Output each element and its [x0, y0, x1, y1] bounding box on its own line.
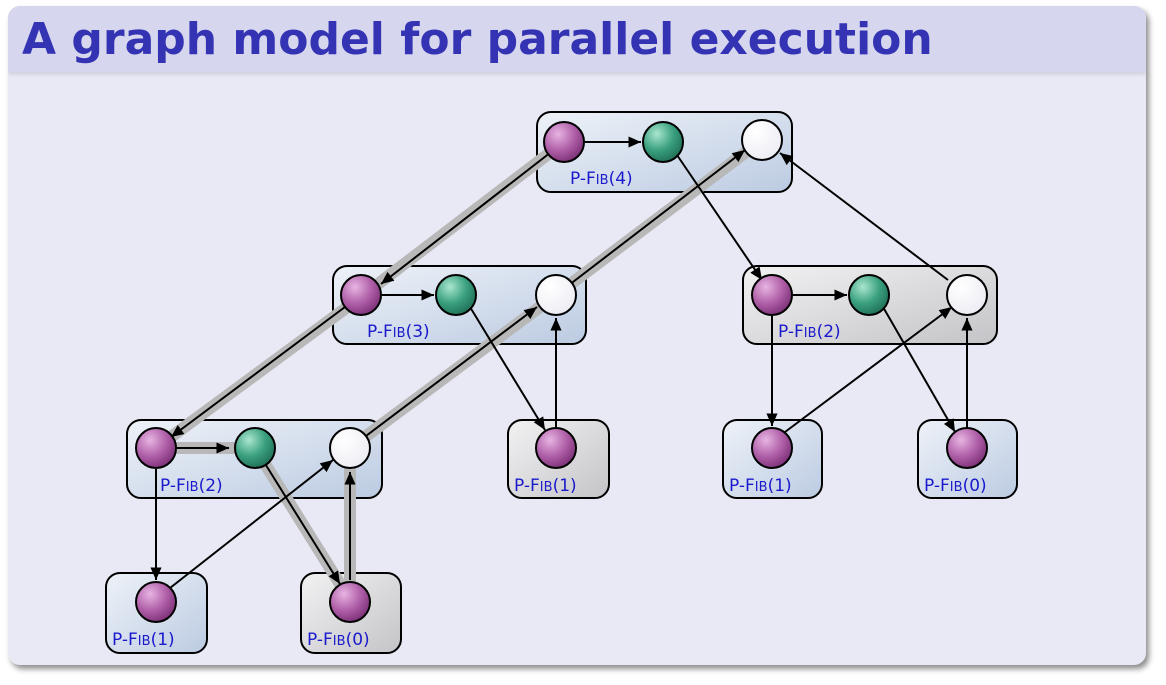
edge — [882, 306, 956, 433]
edge — [349, 306, 538, 449]
frame-label-p-fib-3: P-FIB(3) — [367, 322, 430, 342]
continue-node — [234, 427, 276, 469]
slide-title: A graph model for parallel execution — [22, 14, 933, 65]
edge — [380, 141, 565, 285]
continue-node — [435, 274, 477, 316]
edge — [263, 461, 341, 585]
frame-label-p-fib-2-right: P-FIB(2) — [778, 322, 841, 342]
edge — [676, 154, 763, 281]
title-bar: A graph model for parallel execution — [8, 6, 1146, 72]
frame-label-p-fib-1-right: P-FIB(1) — [729, 476, 792, 496]
frame-label-p-fib-2-left: P-FIB(2) — [160, 476, 223, 496]
edge — [170, 294, 362, 438]
edge — [469, 306, 546, 431]
edge — [169, 459, 334, 589]
nodes — [135, 119, 988, 623]
spawn-node — [340, 274, 382, 316]
sync-node — [946, 274, 988, 316]
edges — [150, 136, 973, 589]
critical-path — [150, 134, 768, 606]
spawn-node — [751, 427, 793, 469]
spawn-node — [946, 427, 988, 469]
spawn-node — [135, 427, 177, 469]
spawn-node — [535, 427, 577, 469]
continue-node — [848, 274, 890, 316]
sync-node — [329, 427, 371, 469]
edge — [555, 149, 746, 296]
spawn-node — [543, 121, 585, 163]
spawn-node — [329, 581, 371, 623]
edge — [779, 152, 949, 281]
frame-labels: P-FIB(4) P-FIB(3) P-FIB(2) P-FIB(2) P-FI… — [112, 169, 987, 650]
edge — [784, 306, 953, 433]
frame-label-p-fib-1-left: P-FIB(1) — [112, 630, 175, 650]
frame-label-p-fib-4: P-FIB(4) — [570, 169, 633, 189]
sync-node — [535, 274, 577, 316]
spawn-node — [135, 581, 177, 623]
continue-node — [642, 121, 684, 163]
frame-label-p-fib-0-right: P-FIB(0) — [924, 476, 987, 496]
sync-node — [741, 119, 783, 161]
frame-label-p-fib-1-mid: P-FIB(1) — [514, 476, 577, 496]
spawn-node — [751, 274, 793, 316]
frame-label-p-fib-0-left: P-FIB(0) — [307, 630, 370, 650]
